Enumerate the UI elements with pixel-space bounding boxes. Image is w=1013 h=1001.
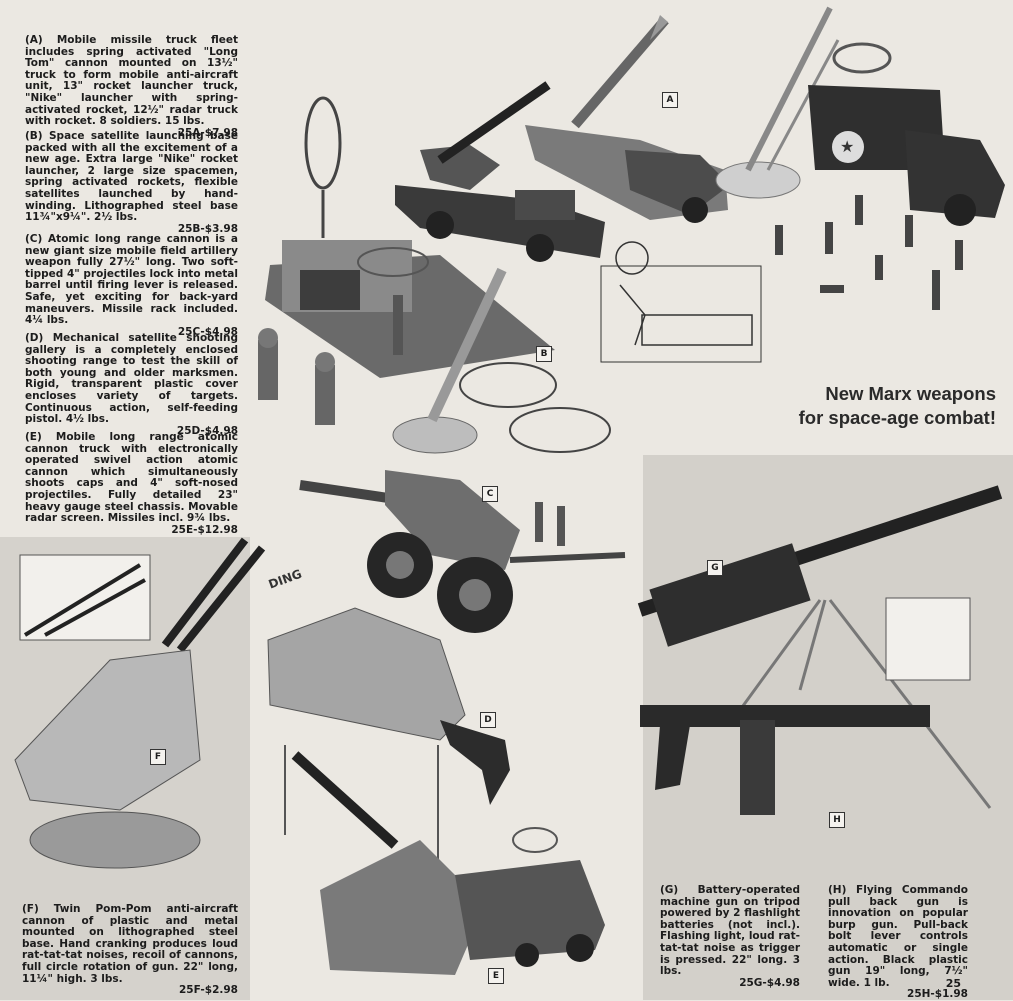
item-a-text: (A) Mobile missile truck fleet includes … xyxy=(25,34,238,128)
item-e-text: (E) Mobile long range atomic cannon truc… xyxy=(25,431,238,525)
tag-d: D xyxy=(480,712,496,728)
item-d-description: (D) Mechanical satellite shooting galler… xyxy=(25,332,238,437)
item-c-text: (C) Atomic long range cannon is a new gi… xyxy=(25,233,238,327)
satellite-launching-base-image xyxy=(258,96,611,454)
machine-gun-tripod-image xyxy=(637,485,1003,809)
item-d-price: 25D-$4.98 xyxy=(176,424,238,437)
rocket-launcher-truck-image xyxy=(525,15,730,223)
tag-c: C xyxy=(482,486,498,502)
item-e-description: (E) Mobile long range atomic cannon truc… xyxy=(25,431,238,536)
page-number: 25 xyxy=(945,977,961,990)
page-headline: New Marx weapons for space-age combat! xyxy=(798,383,996,428)
twin-pom-pom-cannon-image xyxy=(14,537,266,869)
item-b-price: 25B-$3.98 xyxy=(177,222,238,235)
item-f-description: (F) Twin Pom-Pom anti-aircraft cannon of… xyxy=(22,903,238,997)
item-h-price: 25H-$1.98 xyxy=(907,988,968,1001)
item-g-text: (G) Battery-operated machine gun on trip… xyxy=(660,884,800,978)
ding-sound-word: DING xyxy=(267,567,304,592)
item-a-price: 25A-$7.98 xyxy=(177,126,238,139)
soldier-figures-image xyxy=(775,195,963,310)
tag-b: B xyxy=(536,346,552,362)
boy-playing-cartoon-image xyxy=(600,241,762,363)
satellite-shooting-gallery-image xyxy=(267,607,510,875)
tag-a: A xyxy=(662,92,678,108)
flying-commando-gun-image xyxy=(640,705,930,815)
tag-g: G xyxy=(707,560,723,576)
item-g-description: (G) Battery-operated machine gun on trip… xyxy=(660,884,800,989)
item-f-text: (F) Twin Pom-Pom anti-aircraft cannon of… xyxy=(22,903,238,985)
item-f-price: 25F-$2.98 xyxy=(178,984,238,997)
svg-text:★: ★ xyxy=(840,137,854,156)
item-h-text: (H) Flying Commando pull back gun is inn… xyxy=(828,884,968,989)
atomic-long-range-cannon-image xyxy=(299,470,626,633)
tag-f: F xyxy=(150,749,166,765)
item-b-text: (B) Space satellite launching base packe… xyxy=(25,130,238,224)
tag-e: E xyxy=(488,968,504,984)
item-c-description: (C) Atomic long range cannon is a new gi… xyxy=(25,233,238,338)
item-c-price: 25C-$4.98 xyxy=(177,325,238,338)
item-g-price: 25G-$4.98 xyxy=(739,976,800,989)
radar-truck-image: ★ xyxy=(808,42,1005,226)
atomic-cannon-truck-image xyxy=(291,751,605,975)
long-tom-cannon-truck-image xyxy=(395,81,605,262)
item-e-price: 25E-$12.98 xyxy=(171,523,238,536)
tag-h: H xyxy=(829,812,845,828)
item-h-description: (H) Flying Commando pull back gun is inn… xyxy=(828,884,968,1001)
item-d-text: (D) Mechanical satellite shooting galler… xyxy=(25,332,238,426)
item-b-description: (B) Space satellite launching base packe… xyxy=(25,130,238,235)
nike-launcher-image xyxy=(715,6,840,199)
item-a-description: (A) Mobile missile truck fleet includes … xyxy=(25,34,238,139)
